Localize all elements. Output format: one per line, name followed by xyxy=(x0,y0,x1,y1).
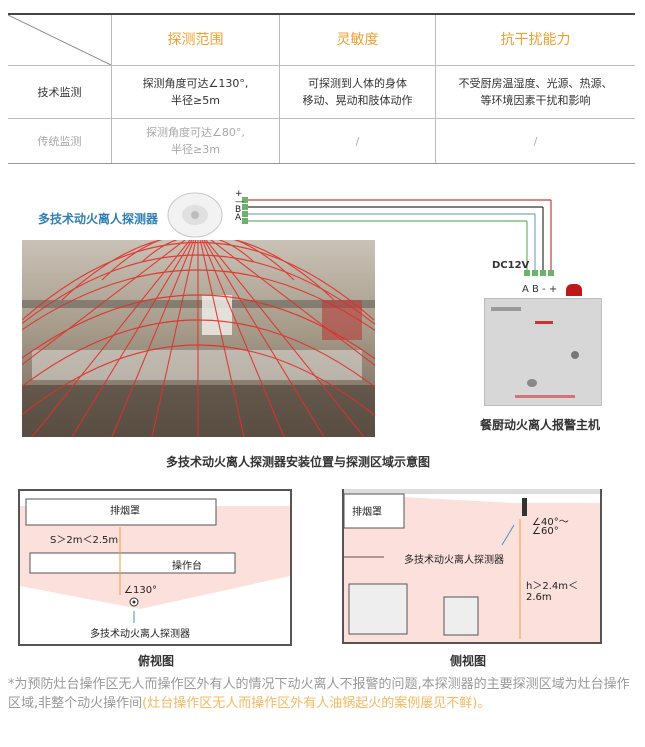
dc-label: DC12V xyxy=(492,260,530,271)
row-label-traditional: 传统监测 xyxy=(37,134,82,148)
detector-title: 多技术动火离人探测器 xyxy=(38,212,159,226)
top-hood-label: 排烟罩 xyxy=(110,506,140,517)
terminal-labels: A B - + xyxy=(522,284,558,295)
tech-anti-interference: 不受厨房温湿度、光源、热源、 等环境因素干扰和影响 xyxy=(458,77,613,107)
alarm-siren-icon xyxy=(566,284,582,296)
install-caption: 多技术动火离人探测器安装位置与探测区域示意图 xyxy=(166,455,431,469)
footnote-main: *为预防灶台操作区无人而操作区外有人的情况下动火离人不报警的问题,本探测器的主要… xyxy=(8,677,630,711)
traditional-range: 探测角度可达∠80°, 半径≥3m xyxy=(146,126,245,156)
wire-label-minus: — xyxy=(235,197,244,207)
traditional-anti-interference: / xyxy=(533,134,538,148)
side-detector-label: 多技术动火离人探测器 xyxy=(404,555,504,566)
side-hood-label: 排烟罩 xyxy=(352,507,382,518)
side-view-caption: 侧视图 xyxy=(450,654,487,668)
alarm-host-box xyxy=(484,298,602,406)
side-angle-line1: ∠40°～ xyxy=(532,517,569,528)
wire-label-b: B xyxy=(235,205,242,215)
header-anti-interference: 抗干扰能力 xyxy=(500,31,571,48)
host-label: 餐厨动火离人报警主机 xyxy=(480,418,601,432)
top-view-caption: 俯视图 xyxy=(138,654,175,668)
detector-device-icon xyxy=(167,192,223,238)
footnote-highlight: (灶台操作区无人而操作区外有人油锅起火的案例屡见不鲜)。 xyxy=(142,696,491,711)
tech-sensitivity: 可探测到人体的身体 移动、晃动和肢体动作 xyxy=(302,77,413,107)
top-detector-label: 多技术动火离人探测器 xyxy=(90,629,190,640)
host-logo-icon xyxy=(527,379,537,387)
top-angle-label: ∠130° xyxy=(124,585,158,596)
top-view-diagram: 排烟罩 S＞2m＜2.5m 操作台 ∠130° 多技术动火离人探测器 xyxy=(18,489,292,646)
footnote: *为预防灶台操作区无人而操作区外有人的情况下动火离人不报警的问题,本探测器的主要… xyxy=(8,675,638,713)
wire-label-a: A xyxy=(235,213,242,223)
comparison-table: 探测范围 灵敏度 抗干扰能力 技术监测 探测角度可达∠130°, 半径≥5m 可… xyxy=(8,13,635,164)
side-view-diagram: 排烟罩 ∠40°～ ∠60° 多技术动火离人探测器 h＞2.4m＜2.6m xyxy=(342,489,602,644)
top-distance-label: S＞2m＜2.5m xyxy=(50,535,119,546)
tech-range: 探测角度可达∠130°, 半径≥5m xyxy=(142,77,249,107)
wiring xyxy=(242,197,554,276)
header-sensitivity: 灵敏度 xyxy=(336,31,379,48)
side-angle-line2: ∠60° xyxy=(532,526,559,537)
row-label-tech: 技术监测 xyxy=(37,85,82,99)
top-counter-label: 操作台 xyxy=(172,561,202,572)
host-knob-icon xyxy=(571,351,579,359)
kitchen-photo xyxy=(22,240,375,437)
traditional-sensitivity: / xyxy=(355,134,360,148)
header-range: 探测范围 xyxy=(167,31,224,48)
wire-label-plus: + xyxy=(235,189,243,199)
header-diagonal xyxy=(8,15,111,65)
side-height-label: h＞2.4m＜2.6m xyxy=(526,581,578,603)
